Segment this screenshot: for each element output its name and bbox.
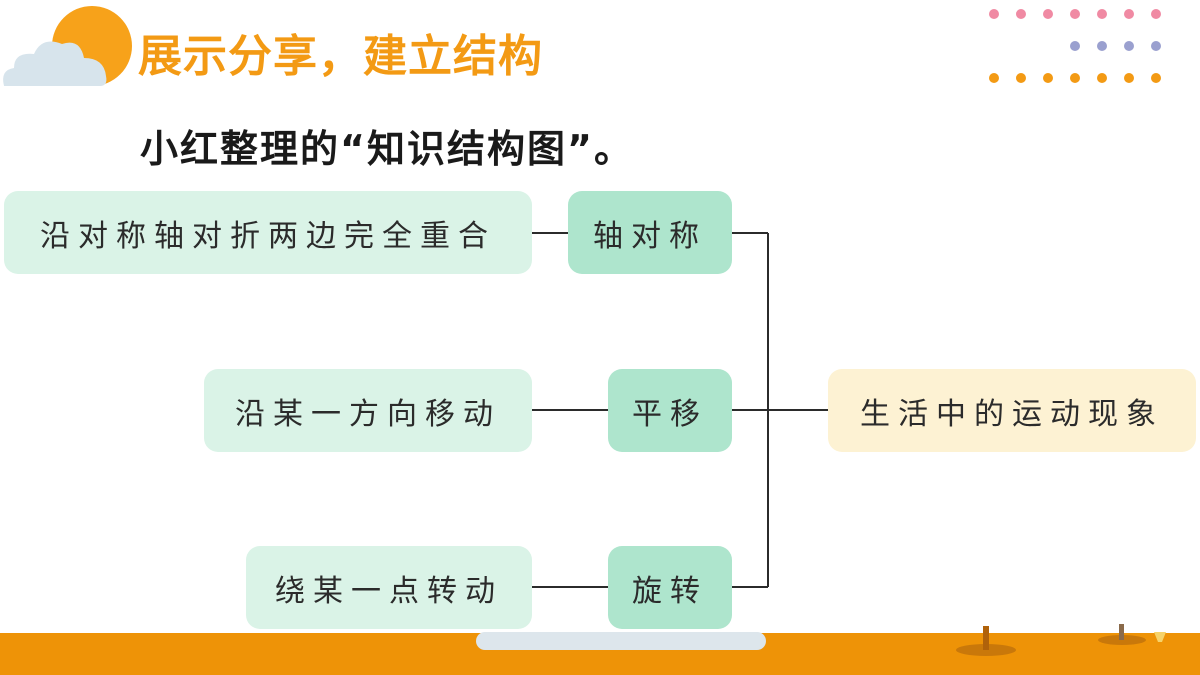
concept-box-translation: 平移 [608, 369, 732, 452]
concept-box-axial-symmetry: 轴对称 [568, 191, 732, 274]
ground-decoration [956, 624, 1166, 656]
cloud-decoration [3, 41, 107, 86]
page-title: 展示分享，建立结构 [138, 31, 543, 82]
dot-pattern-decoration [989, 9, 1161, 83]
description-box-rotation: 绕某一点转动 [246, 546, 532, 629]
footer-pill-decoration [476, 632, 766, 650]
concept-box-rotation: 旋转 [608, 546, 732, 629]
description-box-axial-symmetry: 沿对称轴对折两边完全重合 [4, 191, 532, 274]
description-box-translation: 沿某一方向移动 [204, 369, 532, 452]
root-box-motion-phenomena: 生活中的运动现象 [828, 369, 1196, 452]
diagram-caption: 小红整理的“知识结构图”。 [140, 127, 634, 171]
